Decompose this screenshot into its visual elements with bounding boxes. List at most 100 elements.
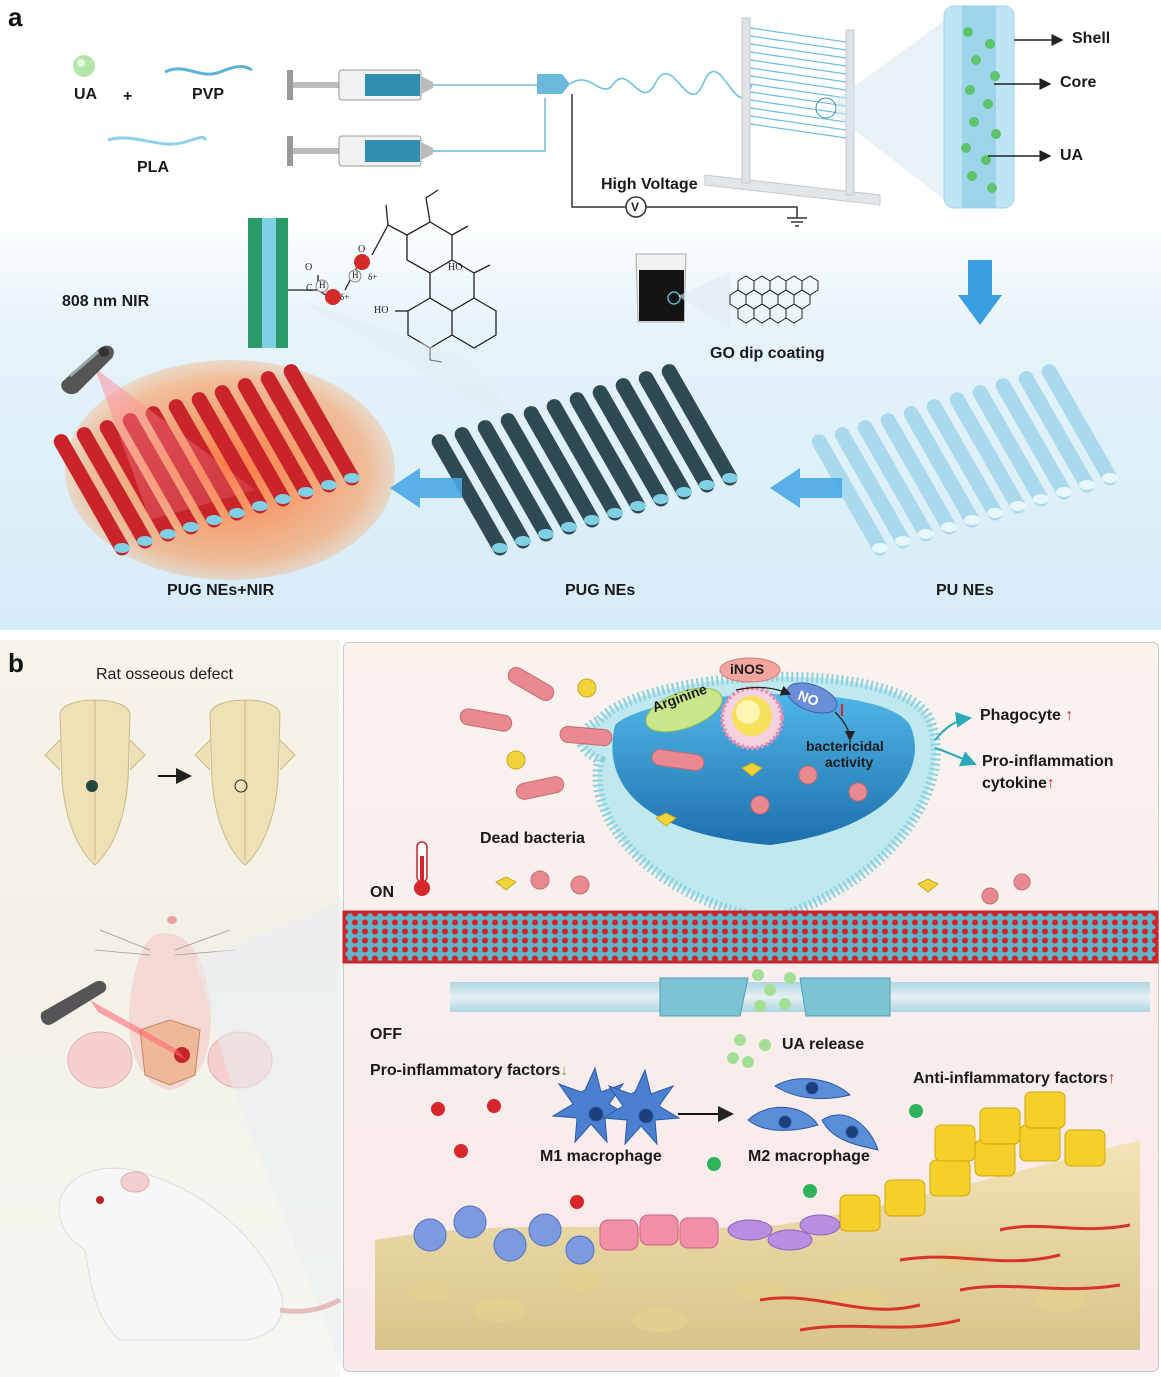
dead-bacteria-label: Dead bacteria (480, 830, 585, 847)
ground-icon (787, 217, 807, 227)
go-beaker (635, 253, 730, 330)
rat-skull-before (44, 699, 146, 866)
pug-fiber-end (561, 522, 577, 532)
nir-fiber-end (344, 473, 360, 483)
nir-fiber (260, 371, 337, 493)
go-coated-fiber (342, 910, 1159, 964)
pug-fiber (500, 413, 577, 535)
pu-fiber (949, 392, 1026, 514)
tissue-cells-left (413, 1205, 841, 1265)
core-shell-fiber (943, 5, 1064, 209)
pro-inflammatory-down-arrow: ↓ (560, 1062, 569, 1079)
chem-h1: H (319, 280, 326, 290)
phagocyte-arrow (934, 711, 972, 741)
pug-fiber (523, 406, 600, 528)
pla-strand (107, 135, 207, 146)
nir-fiber-end (321, 480, 337, 490)
pug-fiber (569, 392, 646, 514)
pu-fiber-end (1033, 494, 1049, 504)
pug-fiber-end (538, 529, 554, 539)
arrow-left-2 (390, 468, 462, 508)
pu-fiber-end (918, 529, 934, 539)
anti-inflammatory-dots (707, 1104, 923, 1198)
pu-fiber-end (872, 543, 888, 553)
chem-delta1: δ+ (340, 292, 350, 302)
stage-pug-nir-label: PUG NEs+NIR (167, 582, 275, 599)
anti-inflammatory-factors-label: Anti-inflammatory factors↑ (913, 1070, 1116, 1088)
rat-defect-title: Rat osseous defect (96, 666, 233, 683)
pu-fiber (811, 434, 888, 556)
cytokine-up-arrow: ↑ (1046, 775, 1055, 792)
inos-badge (719, 657, 781, 683)
rat-skull-after (194, 699, 296, 866)
pu-fiber-end (1102, 473, 1118, 483)
high-voltage-label: High Voltage (601, 176, 698, 193)
osteoblast-cells (839, 1091, 1106, 1232)
pug-fiber-end (630, 501, 646, 511)
nir-fiber-end (206, 515, 222, 525)
pro-inflammation-label-1: Pro-inflammation (982, 753, 1114, 770)
pug-fiber-end (492, 543, 508, 553)
pug-fiber (615, 378, 692, 500)
pu-fiber (995, 378, 1072, 500)
pro-inflammatory-factors-label: Pro-inflammatory factors↓ (370, 1062, 568, 1080)
macrophage-cell (576, 657, 941, 926)
nir-label: 808 nm NIR (62, 293, 150, 310)
inos-label: iNOS (730, 661, 765, 677)
pug-fiber-end (607, 508, 623, 518)
pu-fiber-end (1079, 480, 1095, 490)
fiber-jet (569, 70, 753, 99)
phagocyte-label: Phagocyte ↑ (980, 707, 1073, 725)
pug-fiber-end (722, 473, 738, 483)
pug-fiber-end (653, 494, 669, 504)
ground-wire (646, 206, 798, 218)
m1-label: M1 macrophage (540, 1148, 662, 1165)
chem-o1: O (305, 262, 313, 273)
plus-label: + (123, 88, 133, 105)
pvp-label: PVP (192, 86, 225, 103)
pu-fiber (857, 420, 934, 542)
pro-inflammatory-text: Pro-inflammatory factors (370, 1062, 561, 1079)
chem-c: C (306, 283, 313, 294)
pla-label: PLA (137, 159, 169, 176)
voltmeter-symbol: V (631, 200, 640, 214)
ua-go-hydrogen-bond-structure (248, 189, 497, 363)
pu-fiber-end (987, 508, 1003, 518)
cytokine-arrow (934, 747, 977, 767)
pug-fiber (661, 364, 738, 486)
chem-ho-top: HO (448, 262, 463, 273)
pu-fiber (903, 406, 980, 528)
nir-fiber (283, 364, 360, 486)
pu-fiber-end (1056, 487, 1072, 497)
pug-fiber (477, 420, 554, 542)
bactericidal-label-1: bactericidal (806, 738, 884, 754)
pro-inflammatory-dots (431, 1099, 584, 1209)
chem-delta2: δ+ (368, 272, 378, 282)
pug-fiber-end (515, 536, 531, 546)
nir-fiber (76, 427, 153, 549)
chem-o2: O (358, 244, 366, 255)
thermometer-icon (414, 841, 430, 896)
pu-fiber (880, 413, 957, 535)
nir-laser-device-a (61, 345, 255, 520)
white-rat (58, 1167, 342, 1341)
ua-sphere (73, 55, 95, 77)
pug-fiber (638, 371, 715, 493)
arginine-badge (645, 687, 723, 733)
nir-fiber-end (183, 522, 199, 532)
off-label: OFF (370, 1026, 402, 1043)
high-voltage-wire (571, 94, 626, 208)
ua-release-label: UA release (782, 1036, 865, 1053)
ua-fiber-label: UA (1060, 147, 1084, 164)
nir-fiber (53, 434, 130, 556)
on-label: ON (370, 884, 394, 901)
arrow-down (958, 260, 1002, 325)
fiber-collector (704, 17, 945, 206)
bacteria-group (459, 667, 1031, 905)
chem-ho-bottom: HO (374, 305, 389, 316)
spinneret (537, 74, 570, 94)
nir-fiber-end (298, 487, 314, 497)
nir-fiber-end (275, 494, 291, 504)
stage-pu-label: PU NEs (936, 582, 994, 599)
pu-fiber (1041, 364, 1118, 486)
